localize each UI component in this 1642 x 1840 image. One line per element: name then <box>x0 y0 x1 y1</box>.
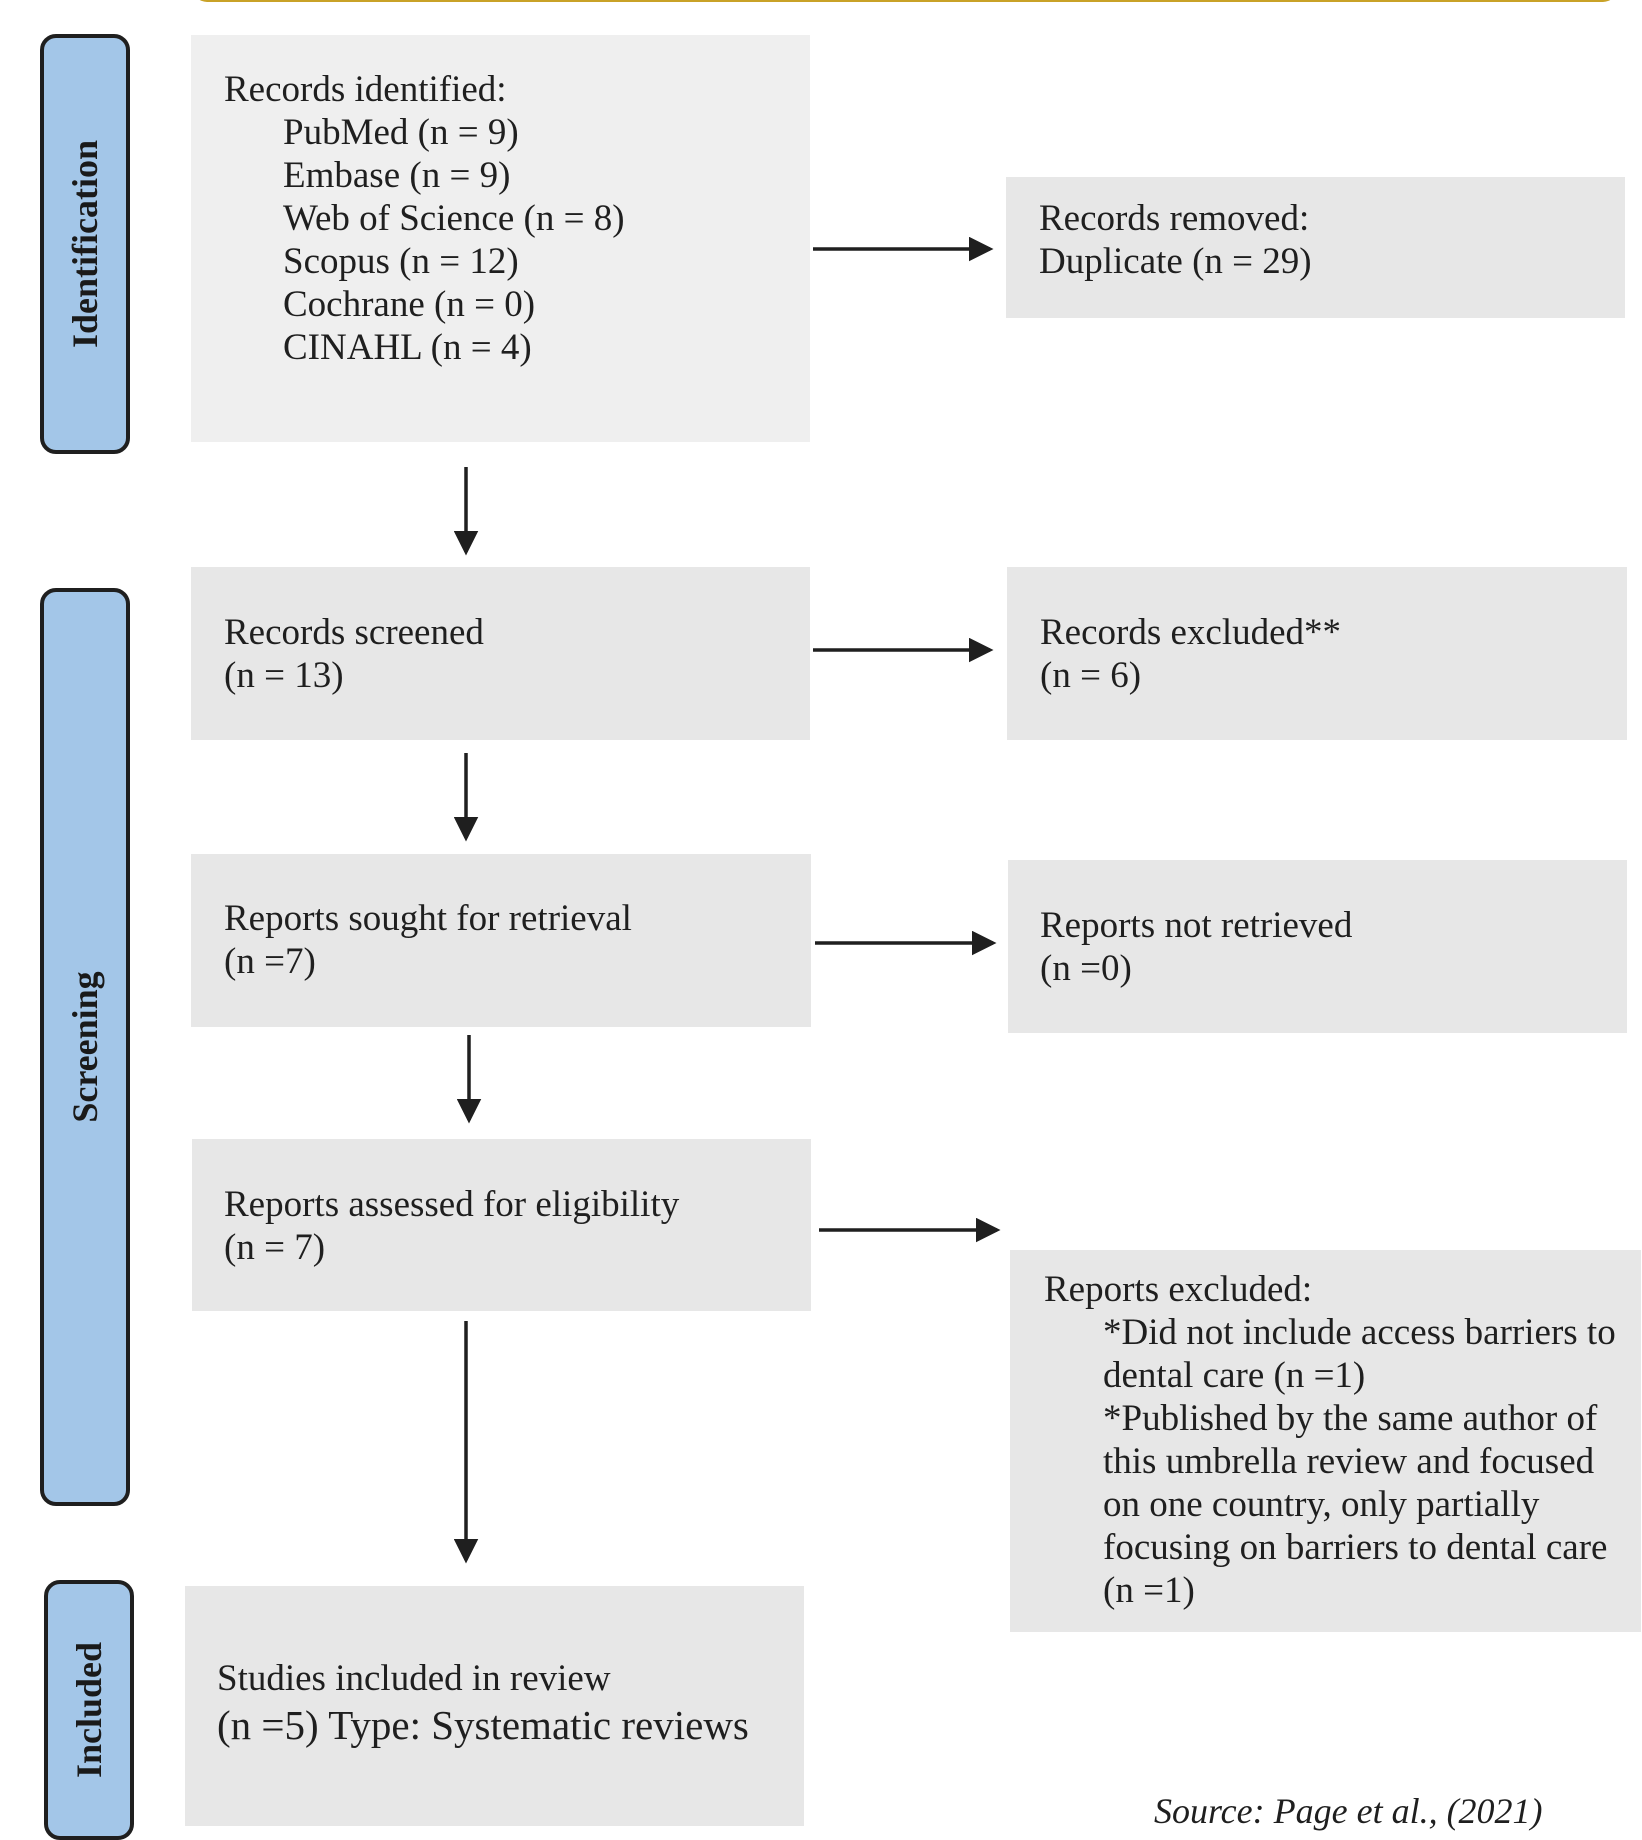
reports-sought-count: (n =7) <box>224 941 316 982</box>
phase-screening: Screening <box>40 588 130 1506</box>
studies-included-label: Studies included in review <box>217 1658 611 1699</box>
reports-sought-box: Reports sought for retrieval (n =7) <box>191 854 811 1027</box>
source-note: Source: Page et al., (2021) <box>1154 1791 1543 1831</box>
records-identified-box: Records identified: PubMed (n = 9) Embas… <box>191 35 810 442</box>
studies-included-detail: (n =5) Type: Systematic reviews <box>217 1702 749 1748</box>
records-removed-detail: Duplicate (n = 29) <box>1039 241 1312 282</box>
studies-included-box: Studies included in review (n =5) Type: … <box>185 1586 804 1826</box>
records-screened-count: (n = 13) <box>224 655 344 696</box>
source-cinahl: CINAHL (n = 4) <box>283 327 532 368</box>
records-removed-heading: Records removed: <box>1039 198 1310 239</box>
source-embase: Embase (n = 9) <box>283 155 511 196</box>
records-excluded-label: Records excluded** <box>1040 612 1342 653</box>
records-removed-box: Records removed: Duplicate (n = 29) <box>1006 177 1625 318</box>
records-excluded-count: (n = 6) <box>1040 655 1142 696</box>
reports-excluded-heading: Reports excluded: <box>1044 1269 1313 1310</box>
source-scopus: Scopus (n = 12) <box>283 241 519 282</box>
reports-assessed-box: Reports assessed for eligibility (n = 7) <box>192 1139 811 1311</box>
reports-excluded-box: Reports excluded: *Did not include acces… <box>1010 1250 1641 1632</box>
phase-identification: Identification <box>40 34 130 454</box>
source-pubmed: PubMed (n = 9) <box>283 112 519 153</box>
source-web-of-science: Web of Science (n = 8) <box>283 198 625 239</box>
records-excluded-box: Records excluded** (n = 6) <box>1007 567 1627 740</box>
reports-not-retrieved-label: Reports not retrieved <box>1040 905 1353 946</box>
reports-excluded-reason-2: *Published by the same author of this um… <box>1103 1398 1608 1611</box>
source-cochrane: Cochrane (n = 0) <box>283 284 536 325</box>
reports-excluded-reason-1: *Did not include access barriers to dent… <box>1103 1312 1616 1396</box>
records-screened-label: Records screened <box>224 612 484 653</box>
records-screened-box: Records screened (n = 13) <box>191 567 810 740</box>
reports-sought-label: Reports sought for retrieval <box>224 898 632 939</box>
reports-assessed-count: (n = 7) <box>224 1227 326 1268</box>
reports-not-retrieved-count: (n =0) <box>1040 948 1132 989</box>
reports-not-retrieved-box: Reports not retrieved (n =0) <box>1008 860 1627 1033</box>
reports-assessed-label: Reports assessed for eligibility <box>224 1184 680 1225</box>
records-identified-heading: Records identified: <box>224 69 507 110</box>
